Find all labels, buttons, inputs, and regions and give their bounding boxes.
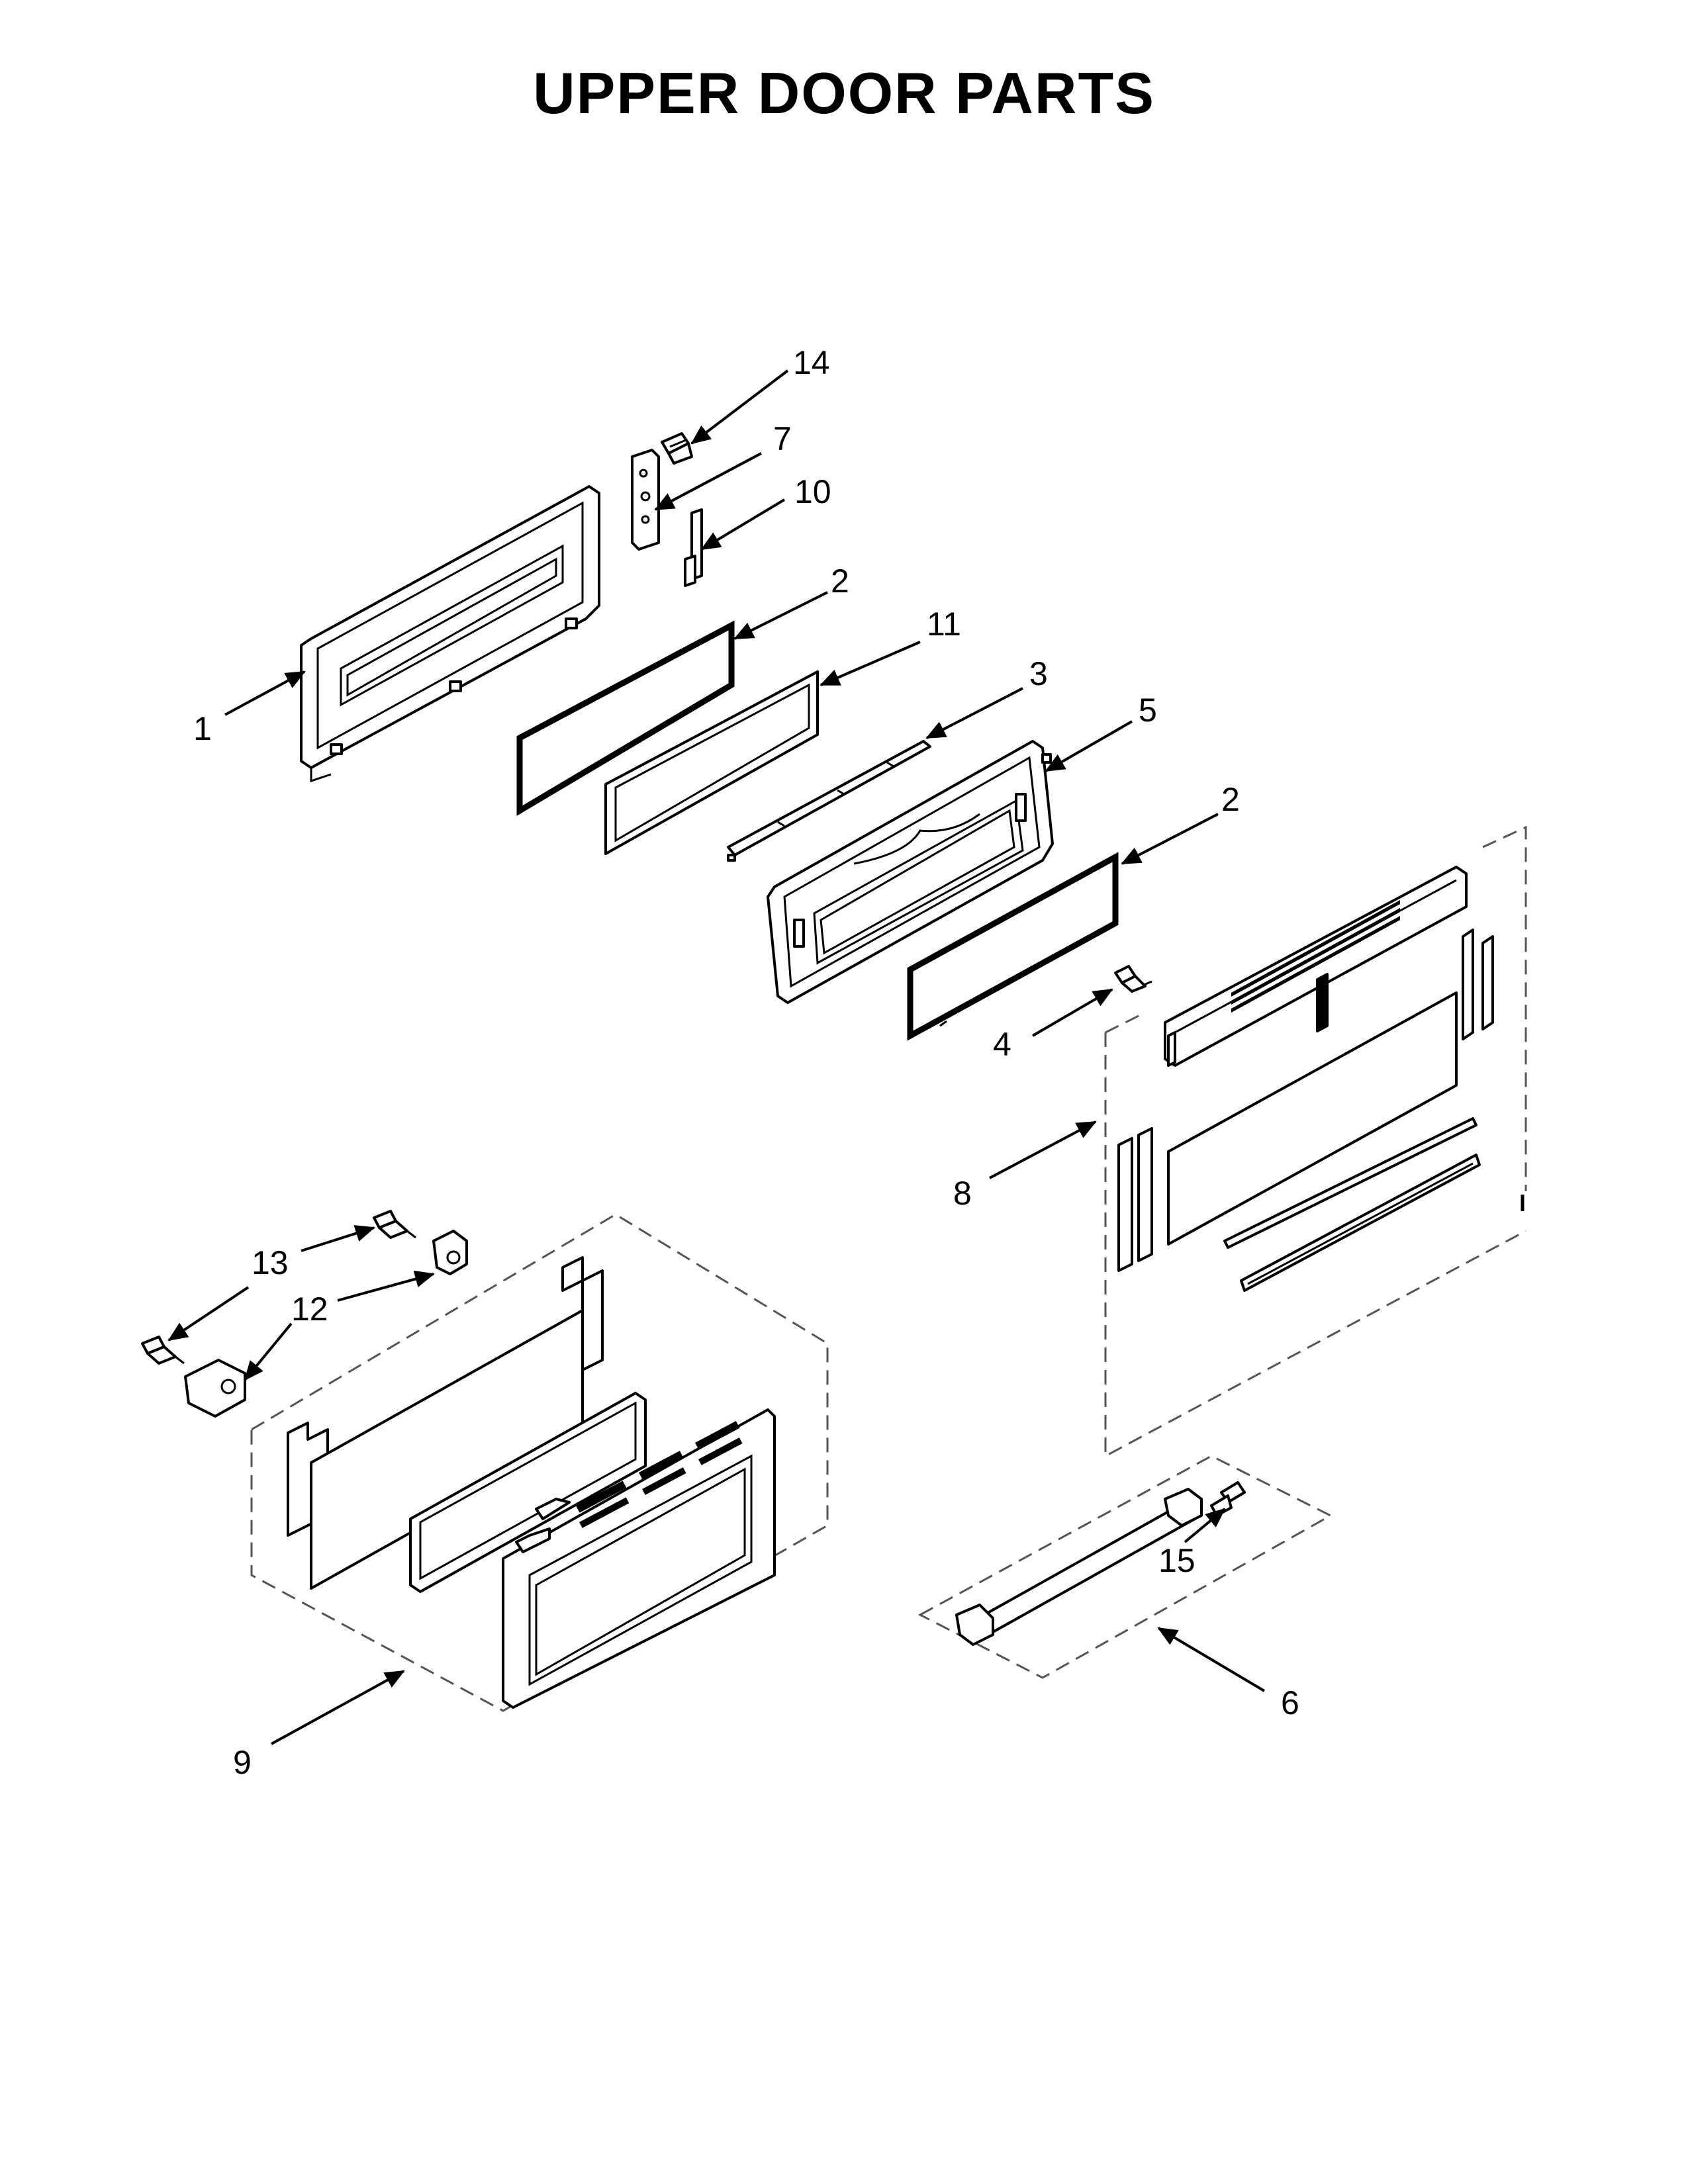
part-13-screw-lower xyxy=(141,1336,185,1365)
callout-3: 3 xyxy=(1029,655,1048,692)
part-4-screw xyxy=(1114,965,1152,993)
part-1-inner-door-frame xyxy=(300,485,600,783)
callout-12: 12 xyxy=(291,1291,328,1328)
part-10-latch-pin xyxy=(684,508,703,587)
callout-7: 7 xyxy=(773,420,792,457)
part-12-bracket-lower xyxy=(184,1359,246,1418)
page-title: UPPER DOOR PARTS xyxy=(533,60,1155,126)
part-6-handle-assembly xyxy=(917,1455,1333,1679)
part-14-screw xyxy=(661,432,693,465)
part-5-inner-door-panel xyxy=(767,740,1054,1004)
callout-9: 9 xyxy=(233,1744,252,1781)
callout-5: 5 xyxy=(1139,692,1157,729)
callout-2-upper: 2 xyxy=(831,563,849,600)
callout-10: 10 xyxy=(794,473,831,510)
part-11-gasket xyxy=(604,670,819,855)
part-2-glass-lower xyxy=(907,852,1119,1041)
part-13-screw-upper xyxy=(373,1210,416,1239)
callout-15: 15 xyxy=(1158,1542,1196,1579)
part-8-door-assembly xyxy=(1104,825,1527,1458)
callout-1: 1 xyxy=(193,710,212,747)
callout-4: 4 xyxy=(993,1026,1011,1063)
callout-11: 11 xyxy=(927,606,961,643)
leader-lines xyxy=(167,369,1266,1745)
callout-14: 14 xyxy=(793,344,830,381)
callout-2-lower: 2 xyxy=(1221,781,1240,818)
part-2-glass-upper xyxy=(516,620,735,816)
part-3-rail xyxy=(727,740,931,862)
part-9-outer-door-assembly xyxy=(250,1213,829,1712)
part-15-screw xyxy=(1210,1481,1246,1517)
callout-6: 6 xyxy=(1281,1684,1299,1721)
part-12-bracket-upper xyxy=(432,1230,468,1275)
callout-labels: 1 14 7 10 2 11 3 5 2 4 8 13 12 9 6 15 xyxy=(193,344,1299,1781)
callout-8: 8 xyxy=(953,1175,972,1212)
callout-13: 13 xyxy=(252,1244,289,1281)
part-7-hinge-plate xyxy=(631,449,660,551)
